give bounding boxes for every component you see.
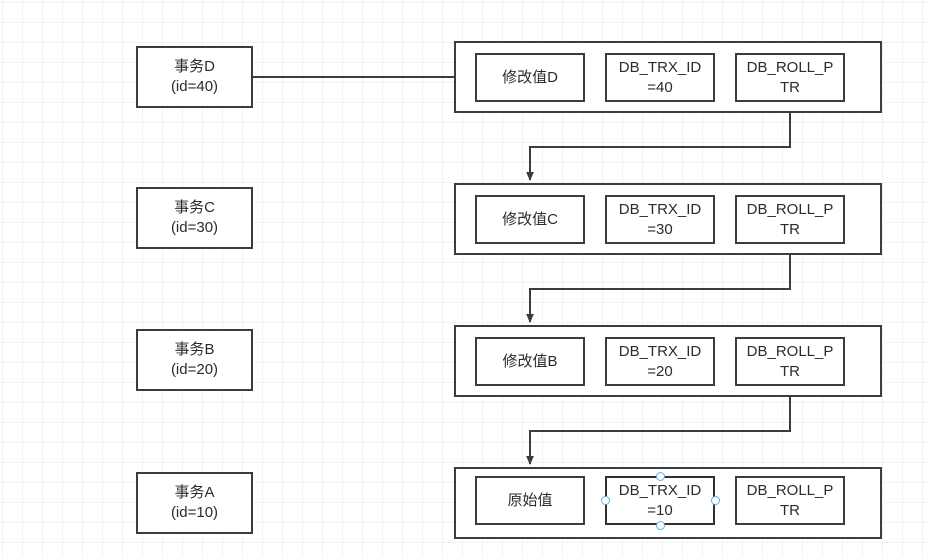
transaction-box-a[interactable]: 事务A (id=10) [136, 472, 253, 534]
edge-rollptr-b-to-record-a[interactable] [526, 386, 791, 465]
cell-value-a[interactable]: 原始值 [475, 476, 585, 525]
cell-trx-id-c[interactable]: DB_TRX_ID =30 [605, 195, 715, 244]
cell-roll-ptr-c[interactable]: DB_ROLL_P TR [735, 195, 845, 244]
cell-value-b[interactable]: 修改值B [475, 337, 585, 386]
transaction-box-c[interactable]: 事务C (id=30) [136, 187, 253, 249]
cell-trx-id-b[interactable]: DB_TRX_ID =20 [605, 337, 715, 386]
cell-roll-ptr-d[interactable]: DB_ROLL_P TR [735, 53, 845, 102]
transaction-box-b[interactable]: 事务B (id=20) [136, 329, 253, 391]
resize-handle-right[interactable] [710, 495, 720, 505]
resize-handle-left[interactable] [600, 495, 610, 505]
cell-roll-ptr-b[interactable]: DB_ROLL_P TR [735, 337, 845, 386]
cell-value-c[interactable]: 修改值C [475, 195, 585, 244]
cell-roll-ptr-a[interactable]: DB_ROLL_P TR [735, 476, 845, 525]
cell-trx-id-d[interactable]: DB_TRX_ID =40 [605, 53, 715, 102]
cell-trx-id-a[interactable]: DB_TRX_ID =10 [605, 476, 715, 525]
edge-rollptr-d-to-record-c[interactable] [526, 102, 791, 181]
resize-handle-top[interactable] [655, 471, 665, 481]
edge-rollptr-c-to-record-b[interactable] [526, 244, 791, 323]
transaction-box-d[interactable]: 事务D (id=40) [136, 46, 253, 108]
cell-value-d[interactable]: 修改值D [475, 53, 585, 102]
resize-handle-bottom[interactable] [655, 520, 665, 530]
